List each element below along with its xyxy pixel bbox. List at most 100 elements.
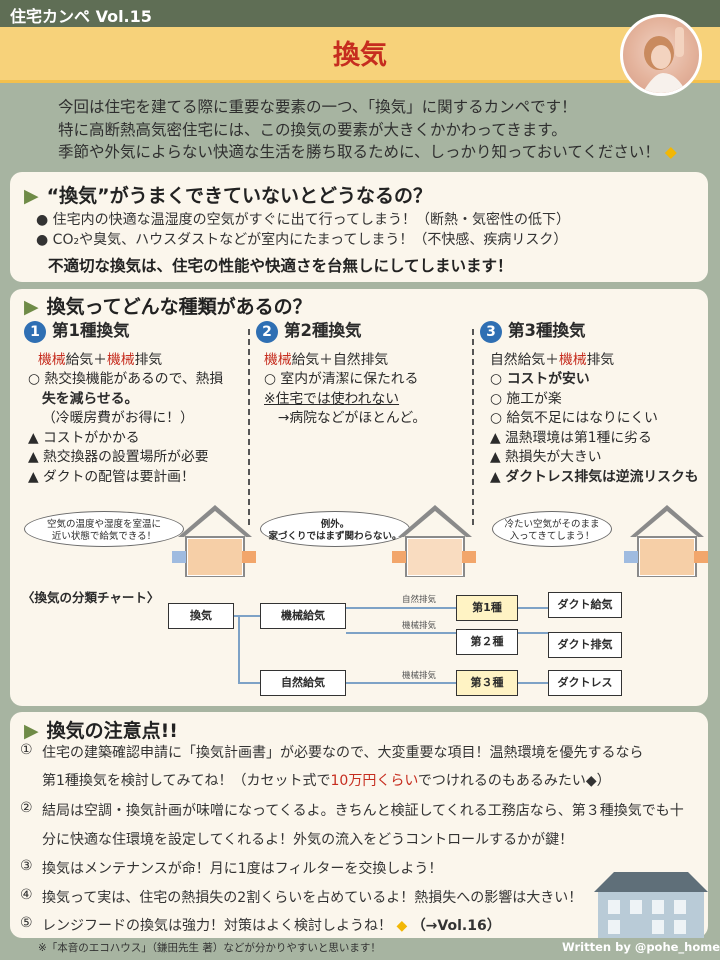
type2-title-text: 第2種換気 xyxy=(284,321,362,340)
types-heading-text: 換気ってどんな種類があるの？ xyxy=(46,296,312,318)
tip-1-line-1: 住宅の建築確認申請に「換気計画書」が必要なので、大変重要な項目！温熱環境を優先す… xyxy=(42,745,644,761)
type3-line-5: ▲ 熱損失が大きい xyxy=(490,449,602,466)
tip-number-4: ④ xyxy=(20,887,33,903)
types-heading: ▶換気ってどんな種類があるの？ xyxy=(24,292,312,319)
chart-edge xyxy=(346,632,456,634)
diamond-icon: ◆ xyxy=(664,143,677,161)
page-title: 換気 xyxy=(333,40,387,71)
edge-label-2: 機械排気 xyxy=(402,621,437,631)
type1-line-3: （冷暖房費がお得に！） xyxy=(42,410,194,427)
type1-title-text: 第1種換気 xyxy=(52,321,130,340)
tip-1-line-2: 第1種換気を検討してみてね！（カセット式で10万円くらいでつけれるのもあるみたい… xyxy=(42,770,611,790)
type3-title: 3 第3種換気 xyxy=(480,317,705,343)
top-bar: 住宅カンペ Vol.15 xyxy=(0,0,720,28)
chart-edge xyxy=(238,682,260,684)
type2-line-2: ※住宅では使われない xyxy=(264,390,400,407)
chart-edge xyxy=(346,682,456,684)
type1-line-2: 失を減らせる。 xyxy=(42,390,139,407)
type1-formula-b: 給気＋ xyxy=(65,351,107,368)
tip-number-3: ③ xyxy=(20,858,33,874)
tip-2-line-2: 分に快適な住環境を設定してくれるよ！外気の流入をどうコントロールするかが鍵！ xyxy=(42,832,574,848)
type1-formula-c: 機械 xyxy=(106,351,135,368)
column-divider-2 xyxy=(472,329,474,525)
chart-node-root: 換気 xyxy=(168,603,234,629)
chart-edge xyxy=(518,682,548,684)
chart-node-duct-exhaust: ダクト排気 xyxy=(548,632,622,658)
number-badge-1: 1 xyxy=(24,320,46,343)
tip-5-text: レンジフードの換気は強力！対策はよく検討しようね！ xyxy=(42,918,392,934)
tip-number-5: ⑤ xyxy=(20,915,33,931)
chart-edge xyxy=(238,615,240,683)
tip-number-1: ① xyxy=(20,742,33,758)
problem-bullet-1: ● 住宅内の快適な温湿度の空気がすぐに出て行ってしまう！（断熱・気密性の低下） xyxy=(36,212,570,228)
type3-title-text: 第3種換気 xyxy=(508,321,586,340)
type3-line-1: ○ コストが安い xyxy=(490,371,590,388)
type2-speech-bubble: 例外。家づくりではまず関わらない。 xyxy=(260,511,410,547)
edge-label-3: 機械排気 xyxy=(402,671,437,681)
type1-line-4: ▲ コストがかかる xyxy=(28,429,140,446)
type2-bubble-line-2: 家づくりではまず関わらない。 xyxy=(268,531,402,542)
type1-bubble-line-1: 空気の温度や湿度を室温に xyxy=(46,519,161,530)
intro-line-3: 季節や外気によらない快適な生活を勝ち取るために、しっかり知っておいてください！ … xyxy=(58,141,678,164)
chart-edge xyxy=(518,607,548,609)
type2-formula-b: 給気＋自然排気 xyxy=(291,351,389,368)
type3-line-2: ○ 施工が楽 xyxy=(490,390,562,407)
column-divider-1 xyxy=(248,329,250,525)
tip-5-ref: （→Vol.16） xyxy=(411,918,501,934)
chart-edge xyxy=(518,632,548,634)
type1-formula-d: 排気 xyxy=(134,351,163,368)
footnote: ※「本音のエコハウス」（鎌田先生 著）などが分かりやすいと思います！ xyxy=(38,942,381,954)
type1-line-1: ○ 熱交換機能があるので、熱損 xyxy=(28,371,224,388)
type2-house-illustration xyxy=(392,505,476,577)
edge-label-1: 自然排気 xyxy=(402,595,437,605)
problem-bullet-2: ● CO₂や臭気、ハウスダストなどが室内にたまってしまう！（不快感、疾病リスク） xyxy=(36,232,568,248)
type3-house-illustration xyxy=(624,505,708,577)
tip-3-line: 換気はメンテナンスが命！月に1度はフィルターを交換しよう！ xyxy=(42,861,443,877)
chart-edge xyxy=(234,615,260,617)
type2-line-1: ○ 室内が清潔に保たれる xyxy=(264,371,419,388)
intro-text: 今回は住宅を建てる際に重要な要素の一つ、「換気」に関するカンペです！ 特に高断熱… xyxy=(58,96,678,164)
type3-line-6: ▲ ダクトレス排気は逆流リスクも xyxy=(490,469,699,486)
title-band: 換気 xyxy=(0,27,720,83)
type2-formula: 機械給気＋自然排気 xyxy=(264,351,481,371)
chart-node-type3: 第３種 xyxy=(456,670,518,696)
type1-house-illustration xyxy=(172,505,256,577)
number-badge-3: 3 xyxy=(480,320,502,343)
house-photo-icon xyxy=(594,872,708,938)
type3-line-4: ▲ 温熱環境は第1種に劣る xyxy=(490,429,652,446)
type2-formula-a: 機械 xyxy=(264,351,292,368)
intro-line-3-text: 季節や外気によらない快適な生活を勝ち取るために、しっかり知っておいてください！ xyxy=(58,143,660,161)
type1-title: 1 第1種換気 xyxy=(24,317,249,343)
type3-formula-b: 機械 xyxy=(558,351,587,368)
tip-1-line-2-b: でつけれるのもあるみたい◆） xyxy=(417,773,611,789)
tip-number-2: ② xyxy=(20,800,33,816)
tips-heading-text: 換気の注意点!! xyxy=(46,720,178,742)
problem-heading: ▶“換気”がうまくできていないとどうなるの？ xyxy=(24,181,432,208)
chart-node-type1: 第1種 xyxy=(456,595,518,621)
intro-line-1: 今回は住宅を建てる際に重要な要素の一つ、「換気」に関するカンペです！ xyxy=(58,98,577,116)
intro-line-2: 特に高断熱高気密住宅には、この換気の要素が大きくかかわってきます。 xyxy=(58,120,567,139)
author-credit: Written by @pohe_home xyxy=(562,940,720,954)
problem-conclusion: 不適切な換気は、住宅の性能や快適さを台無しにしてしまいます！ xyxy=(48,257,513,275)
type3-formula-a: 自然給気＋ xyxy=(490,351,559,368)
type1-speech-bubble: 空気の温度や湿度を室温に近い状態で給気できる！ xyxy=(24,511,184,547)
type1-line-5: ▲ 熱交換器の設置場所が必要 xyxy=(28,449,209,466)
tip-1-line-2-a: 第1種換気を検討してみてね！（カセット式で xyxy=(42,773,331,789)
type2-bubble-line-1: 例外。 xyxy=(320,519,350,530)
tips-card: ▶換気の注意点!! ① 住宅の建築確認申請に「換気計画書」が必要なので、大変重要… xyxy=(10,712,708,938)
chart-node-duct-supply: ダクト給気 xyxy=(548,592,622,618)
type3-formula: 自然給気＋機械排気 xyxy=(490,351,705,371)
tip-4-line: 換気って実は、住宅の熱損失の2割くらいを占めているよ！熱損失への影響は大きい！ xyxy=(42,890,583,906)
type1-line-6: ▲ ダクトの配管は要計画！ xyxy=(28,469,195,486)
type3-line-3: ○ 給気不足にはなりにくい xyxy=(490,410,658,427)
type3-column: 3 第3種換気 自然給気＋機械排気 ○ コストが安い ○ 施工が楽 ○ 給気不足に… xyxy=(480,317,705,488)
chart-edge xyxy=(346,607,456,609)
tip-5-line: レンジフードの換気は強力！対策はよく検討しようね！ ◆ （→Vol.16） xyxy=(42,915,501,935)
type3-formula-c: 排気 xyxy=(586,351,615,368)
tip-1-highlight: 10万円くらい xyxy=(330,773,418,789)
problem-heading-text: “換気”がうまくできていないとどうなるの？ xyxy=(46,185,433,207)
type1-bubble-line-2: 近い状態で給気できる！ xyxy=(51,531,157,542)
